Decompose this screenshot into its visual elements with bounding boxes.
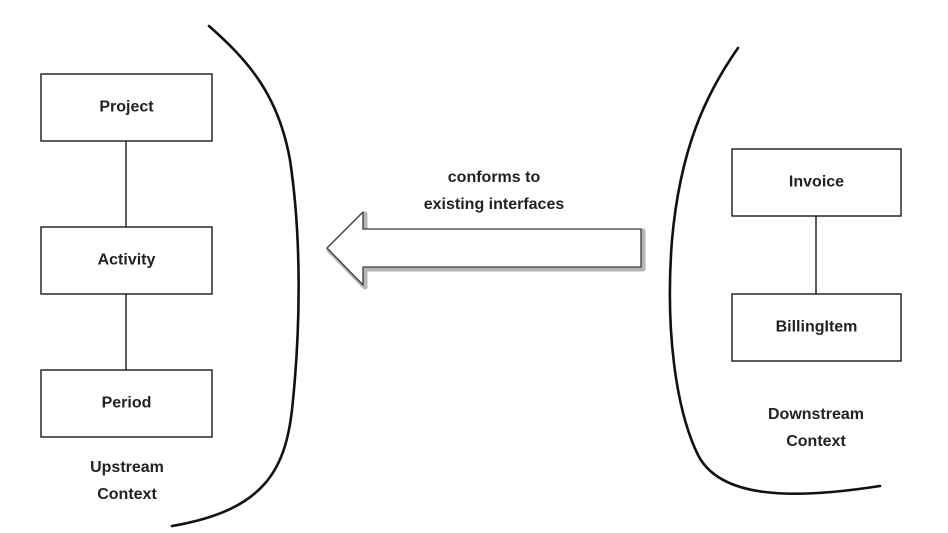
downstream-caption-line2: Context [786, 433, 846, 450]
downstream-caption-line1: Downstream [768, 406, 864, 423]
entity-label-period: Period [102, 395, 152, 412]
entity-box-period: Period [40, 369, 213, 438]
conforms-arrow [326, 211, 646, 290]
upstream-caption-line1: Upstream [90, 459, 164, 476]
entity-box-billingitem: BillingItem [731, 293, 902, 362]
entity-label-invoice: Invoice [789, 174, 844, 191]
relationship-label-line1: conforms to [448, 169, 541, 186]
entity-label-activity: Activity [98, 252, 156, 269]
entity-label-project: Project [99, 99, 154, 116]
downstream-context-boundary [668, 46, 882, 496]
conforms-arrow-body [326, 211, 642, 286]
entity-label-billingitem: BillingItem [776, 319, 858, 336]
upstream-context-boundary [170, 24, 300, 528]
entity-box-invoice: Invoice [731, 148, 902, 217]
relationship-label-line2: existing interfaces [424, 196, 565, 213]
entity-box-activity: Activity [40, 226, 213, 295]
entity-box-project: Project [40, 73, 213, 142]
upstream-caption-line2: Context [97, 486, 157, 503]
